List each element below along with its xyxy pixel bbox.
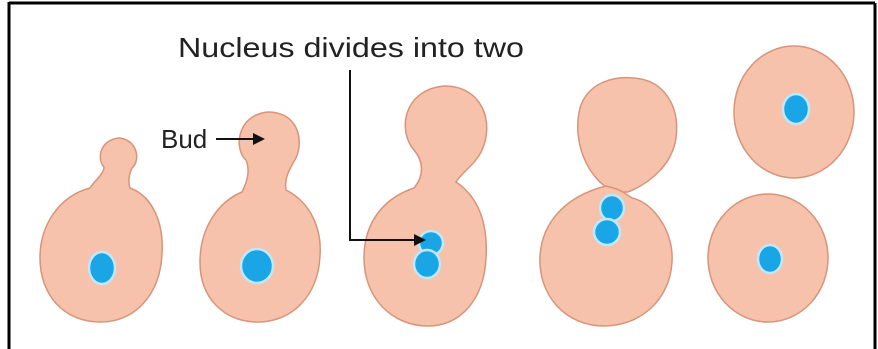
stage-2-nucleus — [241, 249, 273, 283]
stage-5-daughter-nucleus — [783, 94, 809, 124]
stage-4-bud — [578, 78, 677, 192]
bud-label: Bud — [161, 124, 207, 154]
stage-4-cell — [540, 78, 677, 326]
stage-1-nucleus — [89, 252, 115, 284]
stage-2-cell-body — [200, 112, 320, 322]
stage-3-cell — [364, 86, 487, 326]
stage-5-cells — [708, 46, 854, 322]
stage-2-cell — [200, 112, 320, 322]
stage-4-nucleus-upper — [600, 195, 624, 221]
stage-3-cell-body — [364, 86, 487, 326]
stage-1-cell — [40, 138, 162, 322]
nucleus-divides-label: Nucleus divides into two — [178, 32, 524, 63]
stage-1-cell-body — [40, 138, 162, 322]
stage-5-parent-nucleus — [758, 245, 782, 273]
stage-4-nucleus-lower — [594, 219, 620, 245]
stage-3-nucleus-lower — [414, 250, 440, 278]
